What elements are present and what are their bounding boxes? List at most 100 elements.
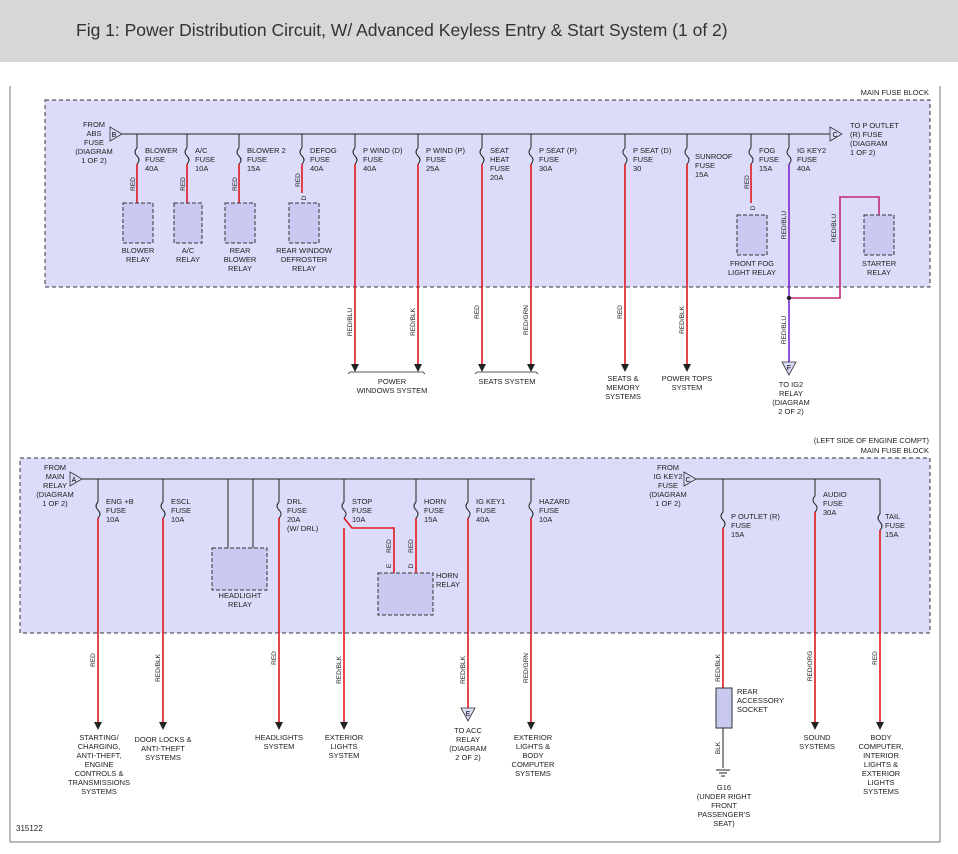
top-output-wire-labels: RED/BLU RED/BLK RED RED/GRN RED RED/BLK … bbox=[347, 211, 788, 344]
relay-starter bbox=[863, 214, 895, 256]
dest-seats-system: SEATS SYSTEM bbox=[479, 377, 536, 386]
svg-text:RED/BLK: RED/BLK bbox=[460, 655, 467, 683]
connector-e-label: E bbox=[466, 711, 471, 718]
figure-id: 315122 bbox=[16, 824, 43, 833]
horn-relay-feed-color-1: RED bbox=[386, 539, 393, 553]
horn-relay-pin-e: E bbox=[386, 563, 393, 568]
svg-text:RED: RED bbox=[295, 173, 302, 187]
svg-text:RED/BLU: RED/BLU bbox=[781, 211, 788, 239]
relay-rear-blower bbox=[224, 202, 256, 244]
connector-f-arrow bbox=[781, 361, 797, 376]
svg-text:RED/BLK: RED/BLK bbox=[679, 305, 686, 333]
svg-text:RED/BLK: RED/BLK bbox=[410, 307, 417, 335]
bottom-block-label-2: MAIN FUSE BLOCK bbox=[861, 446, 929, 455]
bottom-block-outline bbox=[19, 457, 931, 634]
svg-text:RED/BLK: RED/BLK bbox=[715, 653, 722, 681]
top-relay-feeds bbox=[136, 164, 752, 203]
bottom-fuse-symbols bbox=[95, 495, 883, 531]
splice-dot bbox=[786, 295, 792, 301]
relay-headlight bbox=[211, 547, 268, 591]
header-bar: Fig 1: Power Distribution Circuit, W/ Ad… bbox=[0, 0, 958, 62]
relay-blower bbox=[122, 202, 154, 244]
connector-c-arrow bbox=[829, 126, 843, 142]
svg-text:RED: RED bbox=[744, 175, 751, 189]
relay-rear-defroster bbox=[288, 202, 320, 244]
connector-a-label: A bbox=[72, 477, 77, 484]
svg-text:RED/GRN: RED/GRN bbox=[523, 305, 530, 335]
ground-symbol bbox=[716, 769, 730, 777]
svg-text:RED/BLK: RED/BLK bbox=[155, 653, 162, 681]
svg-text:RED/BLU: RED/BLU bbox=[347, 308, 354, 336]
svg-text:RED: RED bbox=[130, 177, 137, 191]
connector-c2-label: C bbox=[685, 477, 690, 484]
connector-a-arrow bbox=[69, 471, 83, 487]
defog-pin-d: D bbox=[301, 195, 308, 200]
connector-b-label: B bbox=[112, 132, 117, 139]
connector-e-arrow bbox=[460, 707, 476, 722]
horn-relay-feed-color-2: RED bbox=[408, 539, 415, 553]
seats-bracket bbox=[474, 371, 539, 375]
top-output-wires bbox=[354, 164, 790, 368]
outer-frame bbox=[9, 86, 941, 843]
top-block-label: MAIN FUSE BLOCK bbox=[861, 88, 929, 97]
top-fuse-symbols bbox=[134, 147, 792, 165]
top-block-outline bbox=[44, 99, 931, 288]
svg-text:RED: RED bbox=[180, 177, 187, 191]
starter-wire-color: RED/BLU bbox=[831, 214, 838, 242]
fog-pin-d: D bbox=[750, 205, 757, 210]
relay-ac bbox=[173, 202, 203, 244]
connector-b-arrow bbox=[109, 126, 123, 142]
svg-text:RED: RED bbox=[872, 651, 879, 665]
relay-horn bbox=[377, 572, 434, 616]
rear-accessory-socket bbox=[715, 687, 733, 729]
relay-front-fog bbox=[736, 214, 768, 256]
connector-f-label: F bbox=[787, 365, 791, 372]
svg-text:RED: RED bbox=[90, 653, 97, 667]
svg-text:RED/ORG: RED/ORG bbox=[807, 651, 814, 681]
bottom-fuse-block: (LEFT SIDE OF ENGINE COMPT) MAIN FUSE BL… bbox=[19, 436, 931, 634]
starter-relay-wire bbox=[789, 196, 880, 299]
connector-c2-arrow bbox=[683, 471, 697, 487]
svg-text:RED/GRN: RED/GRN bbox=[523, 653, 530, 683]
top-relay-boxes bbox=[122, 202, 895, 256]
